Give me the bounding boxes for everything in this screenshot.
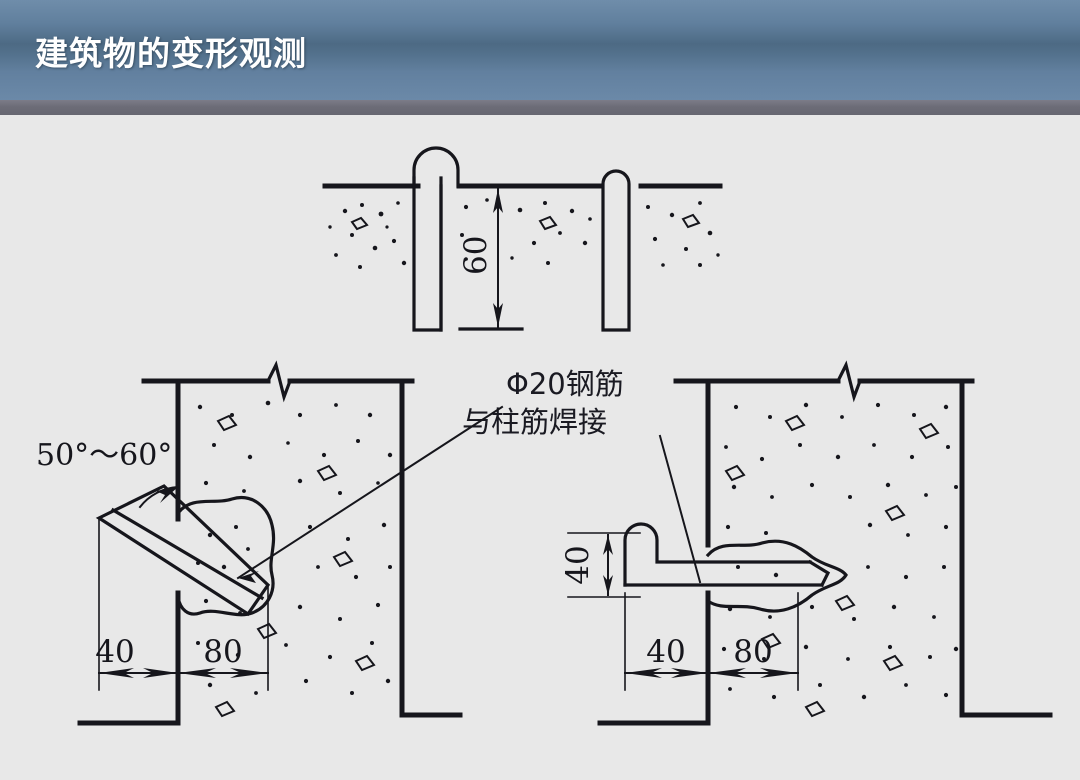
right-dim80-arrow-left (708, 668, 746, 678)
leader-arrow-left (238, 571, 259, 583)
soil-aggregate-2 (538, 215, 558, 231)
left-dim80-arrow-left (178, 668, 216, 678)
left-detail-group: 50°～60° (36, 360, 463, 726)
right-vdim-label: 40 (560, 545, 596, 584)
left-aggregate-1 (216, 414, 238, 432)
right-dim80-label: 80 (733, 634, 772, 670)
right-dim80-arrow-right (760, 668, 798, 678)
right-rebar-tip (807, 559, 831, 588)
left-col-break-symbol (265, 360, 293, 403)
right-broken-concrete-outline (705, 539, 848, 613)
right-rebar-top-edge (623, 522, 812, 587)
left-aggregate-2 (316, 464, 338, 482)
left-dim80-label: 80 (203, 634, 242, 670)
right-aggregate-5 (834, 594, 856, 612)
figure-canvas: 60 (0, 115, 1080, 780)
left-dim40-arrow-right (143, 668, 178, 678)
left-dim40-label: 40 (95, 634, 134, 670)
left-col-stipple (196, 400, 393, 695)
benchmark-right-bar (601, 169, 631, 332)
slide-header-banner (0, 0, 1080, 100)
right-aggregate-8 (804, 700, 826, 718)
angle-label: 50°～60° (36, 438, 172, 473)
leader-line-right (658, 434, 702, 584)
inclined-rebar-center-edge (110, 507, 265, 601)
left-dim40-arrow-left (99, 668, 134, 678)
caption-group: Φ20钢筋 与柱筋焊接 (236, 367, 702, 584)
slide-header-underbar (0, 100, 1080, 115)
soil-aggregate-1 (350, 216, 369, 231)
angle-arc (138, 485, 180, 509)
soil-stipple-mid (460, 198, 592, 265)
page-title: 建筑物的变形观测 (35, 34, 307, 73)
left-aggregate-6 (214, 700, 236, 718)
right-aggregate-2 (918, 422, 940, 440)
right-dim40-arrow-left (625, 668, 662, 678)
depth-dimension-label: 60 (458, 236, 494, 275)
right-aggregate-4 (884, 504, 906, 522)
caption-line-1: Φ20钢筋 (506, 367, 624, 401)
soil-stipple-left (328, 201, 407, 269)
top-detail-group: 60 (322, 146, 723, 332)
right-detail-group: 40 40 80 (560, 360, 1053, 726)
depth-arrow-up (493, 189, 503, 213)
benchmark-cap-dome (412, 146, 460, 188)
soil-aggregate-3 (681, 213, 701, 229)
engineering-drawing-svg: 60 (36, 146, 1053, 726)
depth-arrow-down (493, 303, 503, 327)
right-aggregate-3 (724, 464, 746, 482)
left-dim80-arrow-right (230, 668, 268, 678)
left-aggregate-3 (332, 550, 354, 568)
right-dim40-label: 40 (646, 634, 685, 670)
caption-line-2: 与柱筋焊接 (462, 405, 607, 439)
soil-stipple-right (646, 201, 720, 267)
angle-arrow (156, 487, 178, 503)
right-dim40-arrow-right (671, 668, 708, 678)
left-broken-concrete-outline (175, 496, 276, 617)
benchmark-left-shaft (412, 176, 443, 332)
right-col-stipple (721, 402, 959, 700)
right-aggregate-7 (882, 654, 904, 672)
right-vdim-arrow-down (603, 575, 613, 595)
left-aggregate-4 (256, 622, 278, 640)
right-col-break-symbol (835, 360, 863, 403)
right-vdim-arrow-up (603, 535, 613, 555)
leader-line-left (236, 405, 504, 580)
left-aggregate-5 (354, 654, 376, 672)
right-aggregate-6 (760, 632, 782, 650)
right-aggregate-1 (784, 414, 806, 432)
